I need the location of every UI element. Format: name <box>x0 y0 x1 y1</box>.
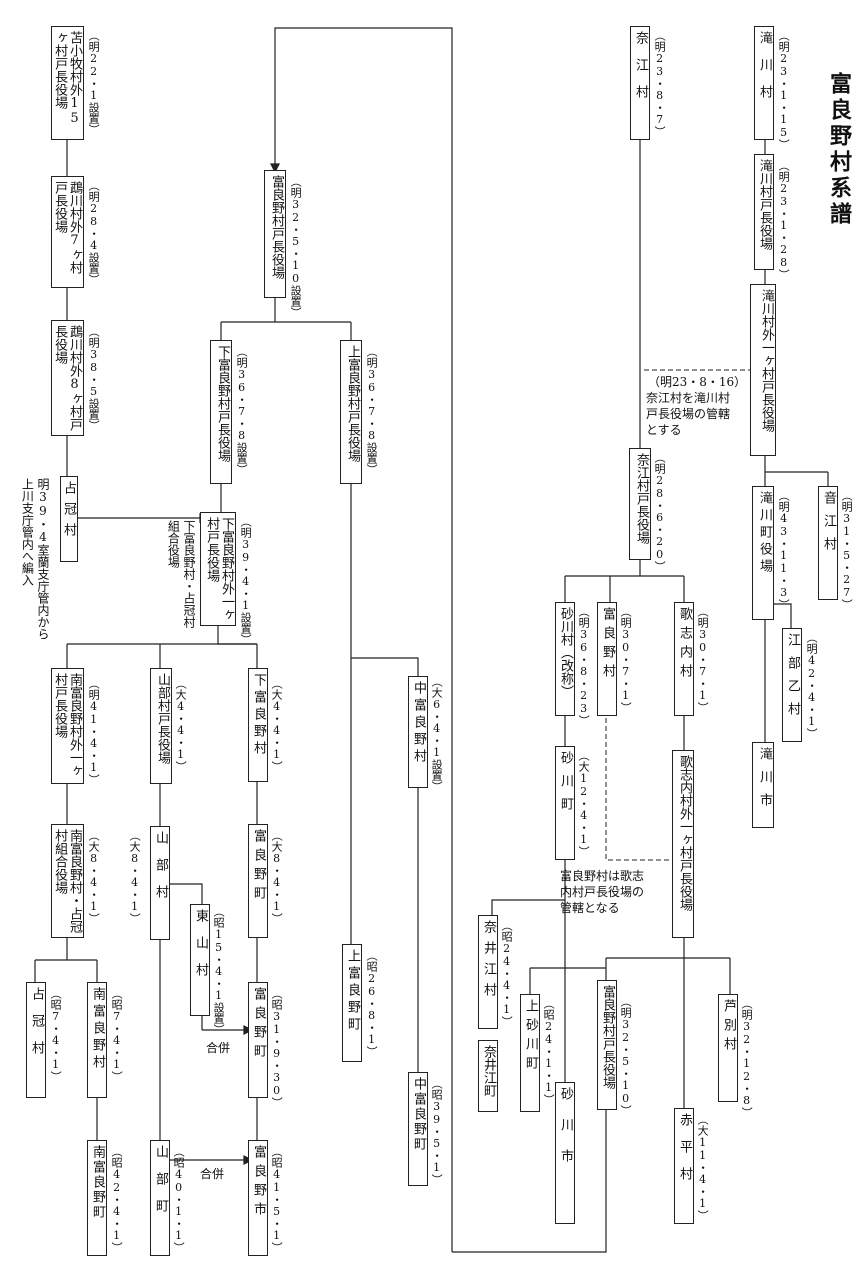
date-ashibetsu: （明32・12・8） <box>740 998 754 1118</box>
date-furano-cho1: （大8・4・1） <box>270 830 284 924</box>
node-shimo-mura: 下富良野村 <box>248 668 268 782</box>
date-yamabe-cho: （昭40・1・1） <box>172 1146 186 1253</box>
note-utashinai-3: 管轄となる <box>560 901 620 915</box>
node-kami-kocho: 上富良野村戸長役場 <box>340 340 362 484</box>
diagram-title: 富良野村系譜 <box>826 72 852 228</box>
node-shimukappu: 占冠村 <box>60 476 78 562</box>
date-furano-cho2: （昭31・9・30） <box>270 988 284 1108</box>
node-takikawa-shi: 滝川市 <box>752 742 774 828</box>
node-yamabe-mura: 山部村 <box>150 826 170 940</box>
node-furano-cho2: 富良野町 <box>248 982 268 1098</box>
node-minami-ikkason: 南富良野村外一ヶ村戸長役場 <box>51 668 84 784</box>
node-naie-mura: 奈井江村 <box>478 915 498 1029</box>
node-shimo-ikkason: 下富良野村外一ヶ村戸長役場 <box>200 512 236 626</box>
node-sunagawa-shi: 砂川市 <box>555 1082 575 1224</box>
node-naka-mura: 中富良野村 <box>408 676 428 788</box>
node-nae-kocho: 奈江村戸長役場 <box>629 448 651 560</box>
node-yamabe-kocho: 山部村戸長役場 <box>150 668 172 784</box>
node-shimo-kocho: 下富良野村戸長役場 <box>210 340 232 484</box>
note-utashinai-2: 内村戸長役場の <box>560 885 645 899</box>
note-utashinai-1: 富良野村は歌志 <box>560 869 645 883</box>
node-kamifurano-cho: 上富良野町 <box>342 944 362 1062</box>
date-sunagawa-kaisho: （明36・8・23） <box>577 606 591 726</box>
node-ebeotsu: 江部乙村 <box>782 628 802 742</box>
node-kamisunagawa: 上砂川町 <box>520 994 540 1112</box>
date-ukawa7: （明28・4設置） <box>87 180 101 285</box>
note-gappei-2: 合併 <box>200 1167 225 1181</box>
date-yamabe-kocho: （大4・4・1） <box>174 678 188 772</box>
note-nae-2: 奈江村を滝川村 <box>646 391 731 405</box>
note-nae-4: とする <box>646 423 682 437</box>
node-ashibetsu: 芦別村 <box>718 994 738 1102</box>
note-shimo-merge: 下富良野村・占冠村組合役場 <box>166 520 196 628</box>
node-ukawa8: 鵡川村外8ヶ村戸長役場 <box>51 320 84 436</box>
date-minami-cho: （昭42・4・1） <box>110 1146 124 1253</box>
node-furano-shi: 富良野市 <box>248 1140 268 1256</box>
date-sunagawa-cho: （大12・4・1） <box>577 750 591 857</box>
node-furano-cho1: 富良野町 <box>248 824 268 938</box>
date-nae-kocho: （明28・6・20） <box>653 452 667 572</box>
node-furano-kocho2: 富良野村戸長役場 <box>597 980 617 1110</box>
date-takikawa-mura: （明23・1・15） <box>777 30 791 150</box>
node-minami-mura: 南富良野村 <box>87 982 107 1098</box>
date-tomakomai: （明22・1設置） <box>87 30 101 135</box>
node-naka-cho: 中富良野町 <box>408 1072 428 1186</box>
date-akabira: （大11・4・1） <box>696 1114 710 1221</box>
node-akabira: 赤平村 <box>674 1108 694 1224</box>
node-takikawa-kocho: 滝川村戸長役場 <box>754 154 774 270</box>
node-minami-cho: 南富良野町 <box>87 1140 107 1256</box>
date-ukawa8: （明38・5設置） <box>87 326 101 431</box>
node-utashinai-ikkason: 歌志内村外一ヶ村戸長役場 <box>672 750 694 938</box>
node-takikawa-mura: 滝川村 <box>754 26 774 140</box>
date-furano-kocho2: （明32・5・10） <box>619 996 633 1116</box>
date-shimo-ikkason: （明39・4・1設置） <box>239 516 253 645</box>
node-tomakomai: 苫小牧村外15ヶ村戸長役場 <box>51 26 84 140</box>
date-kami-kocho: （明36・7・8設置） <box>365 346 379 475</box>
date-naka-mura: （大6・4・1設置） <box>430 676 444 792</box>
note-nae-1: （明23・8・16） <box>648 375 747 389</box>
node-shimukappu2: 占冠村 <box>26 982 46 1098</box>
date-minami-ikkason: （明41・4・1） <box>87 678 101 785</box>
note-kamikawa: 明39・4室蘭支庁管内から上川支庁管内へ編入 <box>20 478 50 640</box>
date-furano-kocho: （明32・5・10設置） <box>289 176 303 318</box>
date-naka-cho: （昭39・5・1） <box>430 1078 444 1185</box>
node-takikawa-ikkason: 滝川村外一ヶ村戸長役場 <box>750 284 776 456</box>
node-furano-kocho: 富良野村戸長役場 <box>264 170 286 298</box>
date-yamabe-mura: （大8・4・1） <box>128 830 142 924</box>
node-ukawa7: 鵡川村外7ヶ村戸長役場 <box>51 176 84 288</box>
note-gappei-1: 合併 <box>206 1041 231 1055</box>
date-furano-shi: （昭41・5・1） <box>270 1146 284 1253</box>
date-shimo-kocho: （明36・7・8設置） <box>235 346 249 475</box>
date-utashinai-mura: （明30・7・1） <box>696 606 710 713</box>
date-naie-mura: （昭24・4・1） <box>500 920 514 1027</box>
date-otoe: （明31・5・27） <box>840 490 854 610</box>
date-ebeotsu: （明42・4・1） <box>805 632 819 739</box>
note-nae-3: 戸長役場の管轄 <box>646 407 731 421</box>
node-yamabe-cho: 山部町 <box>150 1140 170 1256</box>
date-takikawa-cho: （明43・11・3） <box>777 490 791 610</box>
node-sunagawa-kaisho: 砂川村（改称） <box>555 602 575 716</box>
node-sunagawa-cho: 砂川町 <box>555 746 575 860</box>
node-otoe: 音江村 <box>818 486 838 600</box>
date-shimukappu2: （昭7・4・1） <box>49 988 63 1082</box>
date-furano-mura: （明30・7・1） <box>619 606 633 713</box>
date-nae-mura: （明23・8・7） <box>653 30 667 137</box>
node-nae-mura: 奈江村 <box>630 26 650 140</box>
date-kamifurano-cho: （昭26・8・1） <box>365 950 379 1057</box>
node-takikawa-cho: 滝川町役場 <box>752 486 774 620</box>
date-takikawa-kocho: （明23・1・28） <box>777 160 791 280</box>
node-higashiyama: 東山村 <box>190 904 210 1016</box>
date-minami-kumiai: （大8・4・1） <box>87 830 101 924</box>
date-higashiyama: （昭15・4・1設置） <box>212 906 226 1035</box>
date-minami-mura: （昭7・4・1） <box>110 988 124 1082</box>
date-shimo-mura: （大4・4・1） <box>270 678 284 772</box>
node-minami-kumiai: 南富良野村・占冠村組合役場 <box>51 824 84 938</box>
node-utashinai-mura: 歌志内村 <box>674 602 694 716</box>
node-furano-mura: 富良野村 <box>597 602 617 716</box>
date-kamisunagawa: （昭24・1・1） <box>542 998 556 1105</box>
node-naie-cho: 奈井江町 <box>478 1040 498 1112</box>
